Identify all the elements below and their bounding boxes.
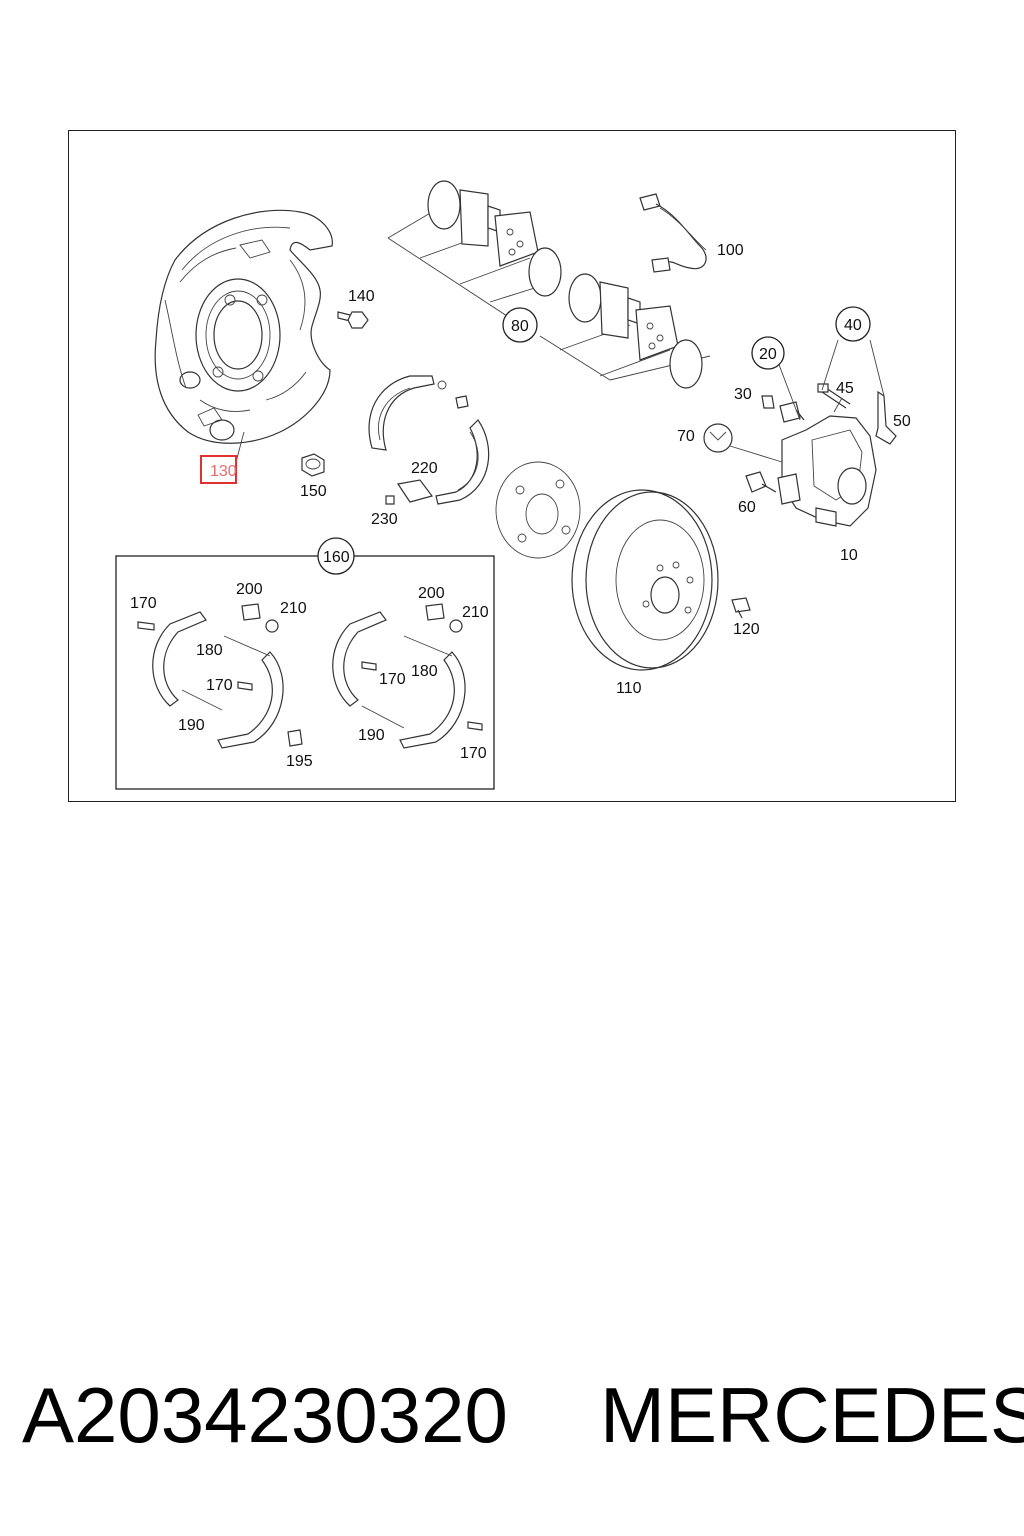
label-170-d: 170 (460, 745, 487, 762)
bolt-140-part (337, 311, 369, 329)
label-200-b: 200 (418, 585, 445, 602)
label-230: 230 (371, 511, 398, 528)
label-220: 220 (411, 460, 438, 477)
label-30: 30 (734, 386, 752, 403)
label-130: 130 (210, 463, 237, 480)
leader-lines (235, 339, 885, 463)
label-190-a: 190 (178, 717, 205, 734)
wheel-hub-part (495, 461, 581, 559)
label-195: 195 (286, 753, 313, 770)
cap-70-part (703, 423, 733, 453)
spring-clip-50-part (875, 390, 897, 445)
label-200-a: 200 (236, 581, 263, 598)
wear-sensor-part (639, 193, 707, 273)
label-110: 110 (616, 680, 642, 697)
label-20: 20 (759, 346, 777, 363)
callout-80-circle (502, 307, 538, 343)
part-number: A2034230320 (22, 1371, 508, 1459)
label-120: 120 (733, 621, 760, 638)
highlight-box-130 (200, 455, 237, 484)
label-100: 100 (717, 242, 744, 259)
label-10: 10 (840, 547, 858, 564)
brake-disc-part (571, 489, 719, 671)
diagram-frame (68, 130, 956, 802)
label-210-b: 210 (462, 604, 489, 621)
caption: A2034230320 MERCEDES (22, 1370, 1024, 1470)
caliper-part (777, 415, 877, 527)
label-60: 60 (738, 499, 756, 516)
label-40: 40 (844, 317, 862, 334)
label-160: 160 (323, 549, 350, 566)
callout-20-circle (751, 336, 785, 370)
label-170-c: 170 (379, 671, 406, 688)
subassembly-box (115, 555, 495, 790)
label-190-b: 190 (358, 727, 385, 744)
backing-plate-part (154, 209, 333, 444)
label-45: 45 (836, 380, 854, 397)
label-70: 70 (677, 428, 695, 445)
callout-160-circle (317, 537, 355, 575)
brake-pads-part (387, 180, 711, 389)
brake-parts-diagram: 10 20 30 40 45 50 60 70 80 100 110 120 1… (115, 180, 911, 790)
parking-shoe-kit-part (137, 603, 483, 749)
bolt-60-part (745, 471, 777, 493)
label-170-b: 170 (206, 677, 233, 694)
label-180-a: 180 (196, 642, 223, 659)
brand-name: MERCEDES (600, 1371, 1024, 1459)
screw-120-part (731, 597, 751, 619)
nut-150-part (301, 453, 325, 477)
callout-40-circle (835, 306, 871, 342)
label-50: 50 (893, 413, 911, 430)
bleeder-30-part (761, 395, 775, 409)
label-80: 80 (511, 318, 529, 335)
label-210-a: 210 (280, 600, 307, 617)
label-170-a: 170 (130, 595, 157, 612)
parking-shoes-220-part (368, 375, 490, 505)
label-180-b: 180 (411, 663, 438, 680)
label-140: 140 (348, 288, 375, 305)
bolt-20-part (779, 401, 805, 423)
label-150: 150 (300, 483, 327, 500)
